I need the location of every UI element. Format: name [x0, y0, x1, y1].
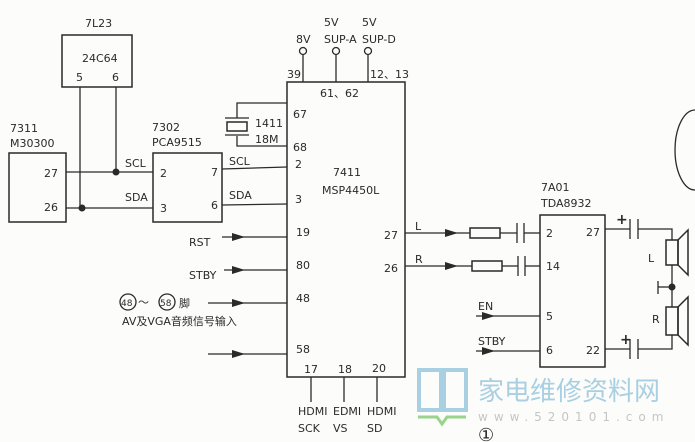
watermark: 家电维修资料网 www.520101.com: [417, 368, 669, 427]
edmi-label: EDMI: [333, 405, 361, 418]
circled-58: [158, 293, 176, 311]
mcu-m30300: 7311 M30300 27 26 SCL SDA: [8, 122, 153, 223]
speaker-l-icon: [665, 228, 689, 277]
pin-label: 61、62: [320, 87, 359, 100]
circled-48: [119, 293, 137, 311]
pin-end: 58: [160, 299, 172, 309]
pin-label: 14: [546, 260, 560, 273]
pin-label: 6: [546, 344, 553, 357]
resistor: [469, 227, 501, 239]
sda-label: SDA: [229, 189, 252, 202]
junction-dot: [112, 168, 120, 176]
pin-label: 20: [372, 362, 386, 375]
r-label: R: [415, 253, 423, 266]
resistor: [471, 260, 503, 272]
audio-path: L R: [405, 220, 540, 276]
power-5v-d: 5V: [362, 16, 377, 29]
tilde: ～: [138, 296, 149, 309]
junction-dot: [78, 204, 86, 212]
power-rails: 8V 5V 5V SUP-A SUP-D: [296, 16, 396, 82]
pin-label: 2: [160, 167, 167, 180]
pin-label: 22: [586, 344, 600, 357]
plus-sign: +: [616, 212, 628, 228]
amplifier-tda8932: 7A01 TDA8932 2 14 5 6 27 22 EN STBY + + …: [476, 109, 695, 368]
pin-label: 67: [293, 108, 307, 121]
speaker-r-icon: [665, 295, 689, 347]
pin-label: 27: [384, 229, 398, 242]
pin-label: 26: [384, 262, 398, 275]
book-logo-icon: [417, 368, 468, 427]
buffer-ref: 7302: [152, 121, 180, 134]
en-label: EN: [478, 300, 493, 313]
pin-label: 3: [160, 202, 167, 215]
eeprom-ref: 7L23: [85, 17, 112, 30]
pin-label: 5: [76, 71, 83, 84]
pin-label: 19: [296, 226, 310, 239]
amp-part: TDA8932: [540, 197, 592, 210]
power-5v-a: 5V: [324, 16, 339, 29]
stby-label: STBY: [189, 269, 217, 282]
partial-arc: [674, 109, 695, 191]
pin-label: 6: [211, 199, 218, 212]
plus-sign: +: [620, 332, 632, 348]
pin-label: 27: [586, 226, 600, 239]
pin-label: 2: [295, 158, 302, 171]
pin-start: 48: [121, 299, 133, 309]
watermark-title: 家电维修资料网: [478, 377, 660, 407]
amp-ref: 7A01: [541, 181, 570, 194]
input-description: AV及VGA音频信号输入: [122, 314, 237, 328]
eeprom-part: 24C64: [82, 52, 118, 65]
pin-label: 80: [296, 259, 310, 272]
pin-label: 7: [211, 166, 218, 179]
mcu-part: M30300: [10, 137, 54, 150]
stby-label: STBY: [478, 335, 506, 348]
pin-label: 68: [293, 141, 307, 154]
junction-dot: [668, 283, 676, 291]
crystal-freq: 18M: [255, 133, 279, 146]
hdmi-label: HDMI: [298, 405, 327, 418]
watermark-url: www.520101.com: [478, 410, 669, 424]
speaker-l-label: L: [648, 252, 655, 265]
pin-label: 39: [287, 68, 301, 81]
processor-msp4450l: 7411 MSP4450L 39 61、62 12、13 67 68 2 3 1…: [119, 68, 409, 435]
scl-label: SCL: [125, 157, 147, 170]
l-label: L: [415, 220, 422, 233]
pin-label: 2: [546, 227, 553, 240]
mcu-ref: 7311: [10, 122, 38, 135]
power-8v: 8V: [296, 33, 311, 46]
pin-label: 18: [338, 363, 352, 376]
pin-label: 12、13: [370, 68, 409, 81]
buffer-part: PCA9515: [152, 136, 202, 149]
pin-label: 48: [296, 292, 310, 305]
pin-label: 17: [304, 363, 318, 376]
sda-label: SDA: [125, 191, 148, 204]
crystal-ref: 1411: [255, 117, 283, 130]
hdmi-label: HDMI: [367, 405, 396, 418]
pin-suffix: 脚: [179, 296, 190, 310]
sup-d-label: SUP-D: [362, 33, 396, 46]
processor-ref: 7411: [333, 166, 361, 179]
pin-label: 3: [295, 193, 302, 206]
pin-label: 5: [546, 310, 553, 323]
sd-label: SD: [367, 422, 382, 435]
pin-label: 6: [112, 71, 119, 84]
sck-label: SCK: [298, 422, 321, 435]
pin-label: 26: [44, 201, 58, 214]
vs-label: VS: [333, 422, 348, 435]
pin-label: 58: [296, 343, 310, 356]
figure-number: ①: [478, 425, 494, 442]
processor-part: MSP4450L: [322, 184, 380, 197]
crystal-1411: 1411 18M: [225, 102, 287, 147]
speaker-r-label: R: [652, 313, 660, 326]
rst-label: RST: [189, 236, 211, 249]
sup-a-label: SUP-A: [324, 33, 357, 46]
scl-label: SCL: [229, 155, 251, 168]
pin-label: 27: [44, 167, 58, 180]
eeprom-24c64: 7L23 24C64 5 6: [61, 17, 133, 208]
buffer-pca9515: 7302 PCA9515 2 3 7 6 SCL SDA: [152, 121, 288, 223]
